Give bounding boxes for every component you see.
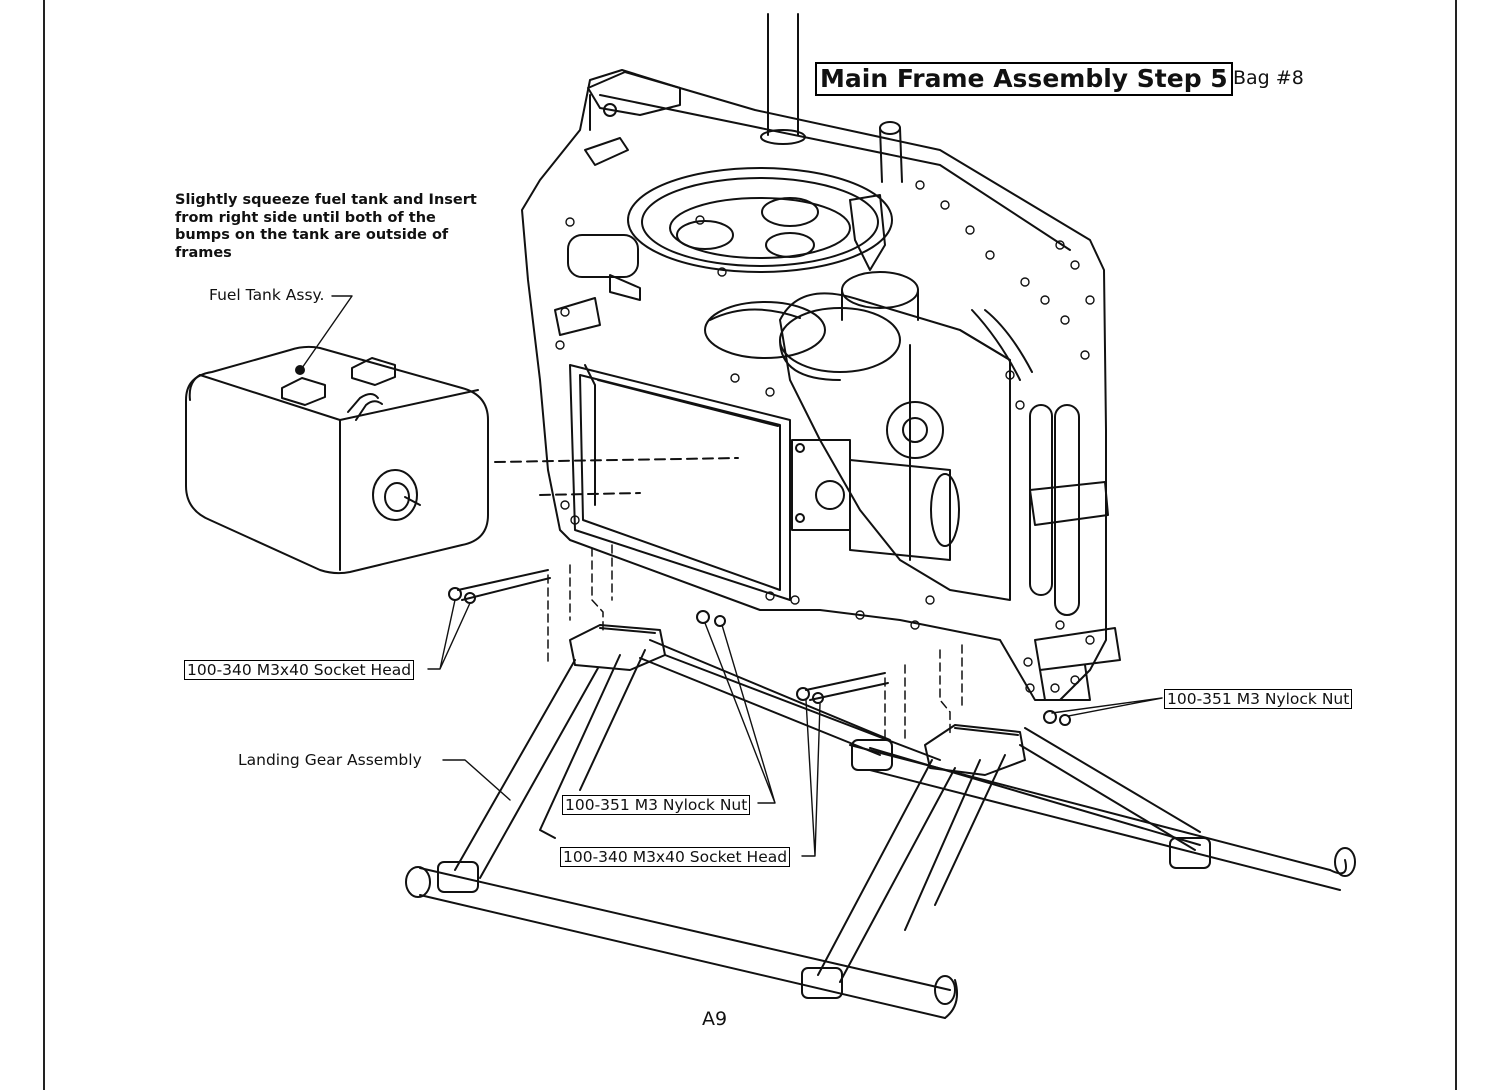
callout-socket-head-center: 100-340 M3x40 Socket Head (560, 847, 791, 867)
insertion-line-2 (539, 492, 641, 496)
page-title: Main Frame Assembly Step 5 (815, 62, 1233, 96)
insertion-line (494, 457, 739, 463)
fuel-tank (185, 345, 489, 575)
callout-nylock-nut-right: 100-351 M3 Nylock Nut (1164, 689, 1353, 709)
callout-nylock-nut-center: 100-351 M3 Nylock Nut (562, 795, 751, 815)
leader-lines (301, 295, 1163, 857)
fuel-tank-label: Fuel Tank Assy. (209, 286, 325, 304)
landing-gear (405, 624, 1356, 1019)
page-border-right (1455, 0, 1457, 1090)
fastener-paths (547, 544, 963, 741)
fasteners (448, 569, 1071, 726)
bag-label: Bag #8 (1233, 67, 1304, 89)
main-frame (521, 69, 1107, 701)
callout-socket-head-left: 100-340 M3x40 Socket Head (184, 660, 415, 680)
main-shaft (760, 13, 806, 145)
frame-window (569, 364, 791, 601)
page-border-left (43, 0, 45, 1090)
instruction-text: Slightly squeeze fuel tank and Insert fr… (175, 192, 477, 261)
frame-bolts (555, 180, 1095, 693)
landing-gear-label: Landing Gear Assembly (238, 751, 422, 769)
engine-parts (791, 401, 960, 561)
page-number: A9 (702, 1008, 728, 1030)
frame-details (554, 194, 1121, 701)
main-gear (627, 167, 893, 273)
transmission-housing (704, 271, 1011, 601)
